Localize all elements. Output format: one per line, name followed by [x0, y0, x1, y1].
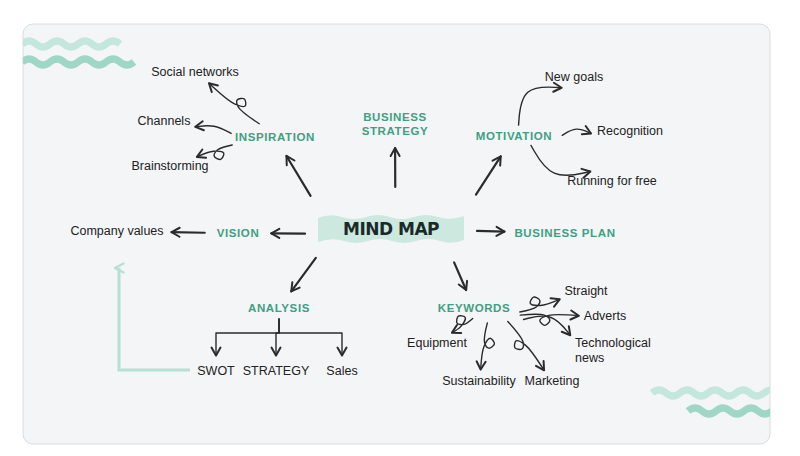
subtopic: Brainstorming [131, 159, 208, 174]
subtopic: Social networks [151, 65, 239, 80]
subtopic: STRATEGY [243, 364, 309, 379]
wave-stripe [23, 59, 134, 65]
central-band: MIND MAP [318, 213, 464, 245]
branch-topic: INSPIRATION [235, 130, 315, 144]
subtopic-label: SWOT [197, 364, 235, 379]
subtopic-label: New goals [545, 70, 603, 85]
subtopic-label: Company values [70, 224, 163, 239]
subtopic-label: Equipment [407, 336, 467, 351]
band-fill [318, 215, 464, 243]
sub-arrow [279, 319, 342, 356]
branch-arrow [172, 231, 205, 234]
wave-stripe [23, 41, 120, 47]
wave-stripe [688, 408, 770, 414]
topic-label: KEYWORDS [438, 301, 511, 315]
subtopic-label: Channels [138, 114, 191, 129]
branch-topic: ANALYSIS [248, 301, 310, 315]
subtopic-label: STRATEGY [243, 364, 309, 379]
subtopic: Running for free [567, 174, 657, 189]
sub-arrow [276, 319, 279, 356]
subtopic: Straight [564, 284, 607, 299]
central-title: MIND MAP [343, 219, 439, 239]
branch-arrow [394, 148, 396, 187]
sub-arrow [562, 129, 591, 135]
branch-topic: BUSINESS PLAN [514, 226, 615, 240]
branch-arrow [291, 258, 316, 291]
branch-topic: MOTIVATION [476, 129, 552, 143]
sub-arrow [508, 321, 544, 370]
subtopic: Adverts [584, 309, 626, 324]
subtopic-label: Marketing [525, 374, 580, 389]
sub-arrow [216, 319, 279, 356]
sub-arrow [519, 87, 562, 125]
sub-arrow [520, 314, 579, 325]
sub-arrow [520, 297, 560, 312]
sub-arrow [195, 126, 231, 134]
wave-stripe [652, 390, 770, 396]
branch-arrow [476, 156, 501, 194]
branch-topic: KEYWORDS [438, 301, 511, 315]
subtopic-label: Sales [326, 364, 357, 379]
branch-arrow [477, 230, 504, 233]
subtopic: Marketing [525, 374, 580, 389]
subtopic: Sales [326, 364, 357, 379]
subtopic: New goals [545, 70, 603, 85]
branch-topic: BUSINESS STRATEGY [353, 110, 437, 138]
subtopic-label: Social networks [151, 65, 239, 80]
topic-label: VISION [217, 226, 260, 240]
branch-arrow [271, 232, 305, 235]
subtopic-label: Adverts [584, 309, 626, 324]
sub-arrow [209, 83, 259, 123]
subtopic: Sustainability [442, 374, 516, 389]
subtopic: Company values [70, 224, 163, 239]
subtopic-label: Technological news [575, 336, 659, 366]
topic-label: BUSINESS PLAN [514, 226, 615, 240]
decorative-arrow [119, 268, 190, 370]
branch-topic: VISION [217, 226, 260, 240]
topic-label: MOTIVATION [476, 129, 552, 143]
topic-label: ANALYSIS [248, 301, 310, 315]
subtopic: Equipment [407, 336, 467, 351]
subtopic-label: Straight [564, 284, 607, 299]
sub-arrow [197, 145, 232, 160]
branch-arrow [286, 156, 310, 196]
sub-arrow [481, 323, 495, 370]
subtopic-label: Brainstorming [131, 159, 208, 174]
subtopic-label: Running for free [567, 174, 657, 189]
card [23, 24, 770, 444]
subtopic-label: Sustainability [442, 374, 516, 389]
branch-arrow [454, 262, 466, 290]
subtopic: SWOT [197, 364, 235, 379]
topic-label: INSPIRATION [235, 130, 315, 144]
subtopic-label: Recognition [597, 124, 663, 139]
wave-decoration [23, 41, 770, 414]
sub-arrow [452, 316, 473, 333]
subtopic: Technological news [575, 336, 659, 366]
subtopic: Channels [138, 114, 191, 129]
sub-arrow [531, 145, 590, 175]
topic-label: BUSINESS STRATEGY [353, 110, 437, 138]
sub-arrow [524, 316, 571, 335]
subtopic: Recognition [597, 124, 663, 139]
